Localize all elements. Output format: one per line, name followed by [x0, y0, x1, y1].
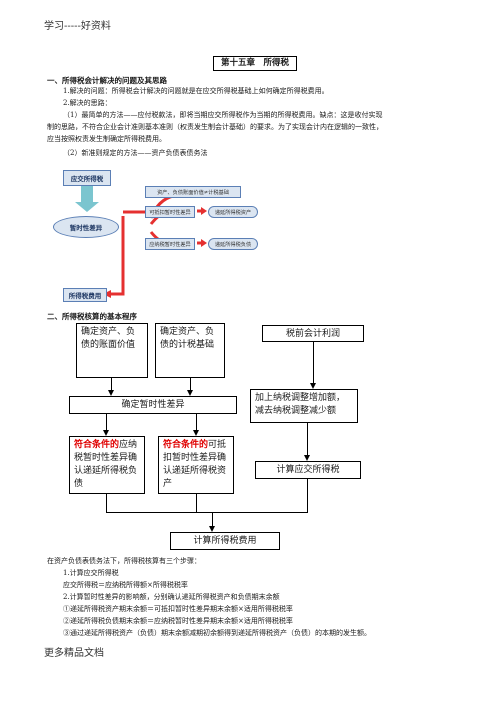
dtl-condition-red: 符合条件的	[74, 440, 120, 450]
deferred-tax-liability-box: 递延所得税负债	[208, 238, 258, 250]
section3-line-4: 2.计算暂时性差异的影响额，分别确认递延所得税资产和负债期末余额	[63, 593, 280, 601]
book-value-vs-tax-base-box: 资产、负债账面价值≠计税基础	[145, 186, 241, 198]
section3-line-7: ③通过递延所得税资产（负债）期末余额减期初余额得到递延所得税资产（负债）的本期的…	[63, 629, 371, 637]
tax-payable-box: 应交所得税	[63, 170, 111, 186]
dtl-box: 符合条件的应纳税暂时性差异确认递延所得税负债	[69, 436, 145, 494]
debt-method-diagram: 应交所得税 资产、负债账面价值≠计税基础 暂时性差异 可抵扣暂时性差异 应纳税暂…	[53, 166, 285, 308]
section1-line-1: 1.解决的问题：所得税会计解决的问题就是在应交所得税基础上如何确定所得税费用。	[63, 87, 329, 95]
section1-line-2: 2.解决的思路：	[63, 99, 112, 107]
section1-line-5: 应当按照权责发生制确定所得税费用。	[47, 135, 166, 143]
tax-adjustment-box: 加上纳税调整增加额，减去纳税调整减少额	[250, 389, 358, 423]
tax-payable-calc-box: 计算应交所得税	[255, 461, 361, 479]
section1-heading: 一、所得税会计解决的问题及其思路	[47, 76, 167, 85]
section3-line-5: ①递延所得税资产期末余额＝可抵扣暂时性差异期末余额×适用所得税税率	[63, 605, 293, 613]
deductible-temp-diff-box: 可抵扣暂时性差异	[145, 206, 195, 218]
temporary-difference-ellipse: 暂时性差异	[53, 216, 119, 238]
section1-line-3: （1）最简单的方法——应付税款法，即将当期应交所得税作为当期的所得税费用。缺点：…	[63, 111, 383, 119]
section2-heading: 二、所得税核算的基本程序	[47, 312, 137, 321]
dta-condition-red: 符合条件的	[163, 440, 209, 450]
dta-box: 符合条件的可抵扣暂时性差异确认递延所得税资产	[158, 436, 234, 494]
diagram-arrows	[75, 186, 207, 298]
pretax-profit-box: 税前会计利润	[262, 325, 364, 342]
temp-diff-box: 确定暂时性差异	[69, 396, 237, 414]
deferred-tax-asset-box: 递延所得税资产	[208, 206, 258, 218]
dtl-text: 应纳税暂时性差异确认递延所得税负债	[74, 440, 138, 489]
section1-line-6: （2）新准则规定的方法——资产负债表债务法	[63, 149, 208, 157]
section3-line-3: 应交所得税＝应纳税所得额×所得税税率	[63, 581, 188, 589]
section3-line-2: 1.计算应交所得税	[63, 569, 119, 577]
dta-text: 可抵扣暂时性差异确认递延所得税资产	[163, 440, 227, 489]
teal-arrow-head	[75, 202, 99, 212]
page-header: 学习-----好资料	[44, 21, 111, 32]
book-value-box: 确定资产、负债的账面价值	[76, 323, 148, 378]
teal-arrow-shaft	[81, 186, 93, 202]
tax-base-box: 确定资产、负债的计税基础	[155, 323, 225, 378]
tax-expense-calc-box: 计算所得税费用	[170, 532, 280, 550]
income-tax-expense-box: 所得税费用	[63, 288, 107, 302]
section1-line-4: 制的思路，不符合企业会计准则基本准则（权责发生制会计基础）的要求。为了实现会计内…	[47, 123, 383, 131]
section3-line-6: ②递延所得税负债期末余额＝应纳税暂时性差异期末余额×适用所得税税率	[63, 617, 293, 625]
chapter-title: 第十五章 所得税	[213, 56, 297, 71]
taxable-temp-diff-box: 应纳税暂时性差异	[145, 238, 195, 250]
section3-line-1: 在资产负债表债务法下，所得税核算有三个步骤：	[47, 557, 201, 565]
page-footer: 更多精品文档	[44, 648, 104, 659]
